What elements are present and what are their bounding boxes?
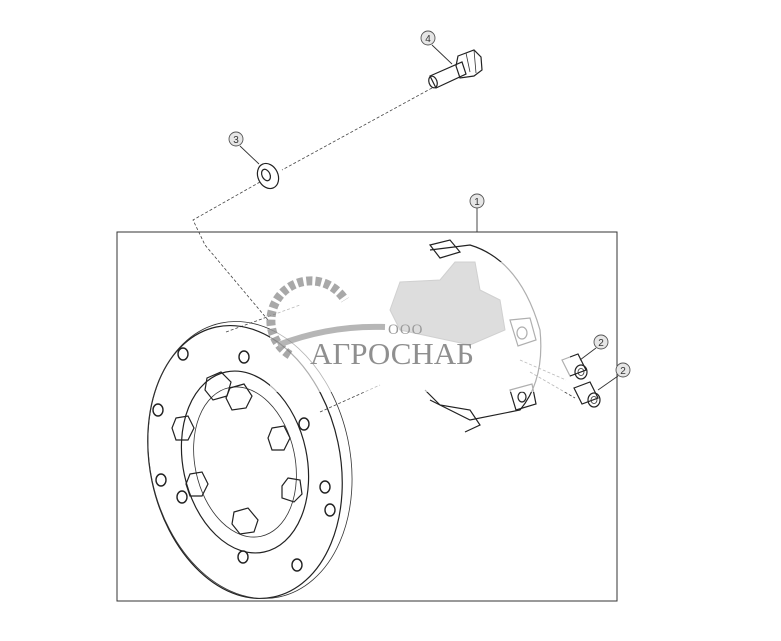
watermark-prefix: ООО [388,322,424,338]
screw [573,381,601,408]
washer [256,162,280,190]
bolt [428,49,483,89]
assembly-frame [116,231,618,602]
assembly-line [281,87,433,171]
svg-text:2: 2 [620,366,626,377]
svg-text:3: 3 [233,135,239,146]
assembly-line [319,384,381,413]
watermark-name: АГРОСНАБ [310,336,474,371]
svg-text:2: 2 [598,338,604,349]
svg-text:1: 1 [474,197,480,208]
callout-3: 3 [228,131,244,147]
assembly-line [192,181,269,321]
callout-1: 1 [469,193,485,209]
callout-2: 2 [615,362,631,378]
svg-text:4: 4 [425,34,431,45]
flange [147,321,353,600]
callout-4: 4 [420,30,436,46]
watermark-logo [266,261,570,392]
callout-2: 2 [593,334,609,350]
leader-lines [239,44,619,391]
